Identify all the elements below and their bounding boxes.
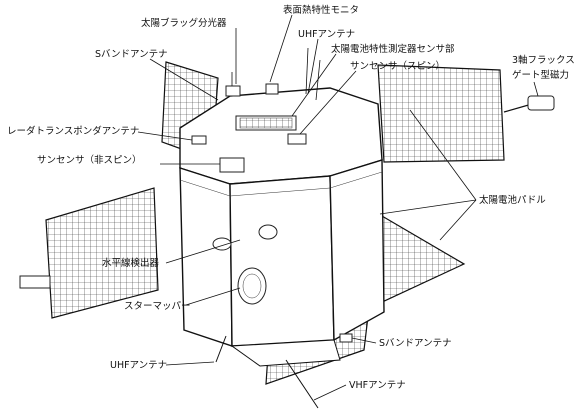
paddle-boom-left [19,275,51,289]
side-instruments [191,135,278,305]
bragg-spectrometer-unit [225,85,241,97]
star-mapper-unit [237,267,267,305]
label-solar-paddle: 太陽電池パドル [479,194,546,206]
horizon-sensor-unit-2 [258,224,278,240]
sun-sensor-nonspin-unit [219,157,245,173]
solar-paddle-left [19,187,159,319]
leader-lines [137,14,539,401]
label-s-band-antenna-bottom: Sバンドアンテナ [379,338,452,349]
callout-labels: 太陽ブラッグ分光器 表面熱特性モニタ UHFアンテナ Sバンドアンテナ 太陽電池… [7,4,575,391]
top-deck-instruments [225,47,321,145]
s-band-antenna-bottom-unit [339,333,353,343]
radar-transponder-unit [191,135,207,145]
magnetometer-sensor [527,95,555,111]
label-magnetometer-line2: ゲート型磁力 [512,69,569,81]
magnetometer-boom [503,95,555,113]
label-s-band-antenna-top: Sバンドアンテナ [95,49,168,60]
thermal-monitor-unit [265,83,279,95]
label-bragg-spectrometer: 太陽ブラッグ分光器 [141,17,227,29]
sun-sensor-spin-unit [287,133,307,145]
solar-paddle-top-right [377,64,505,163]
label-solar-cell-sensor: 太陽電池特性測定器センサ部 [331,43,455,55]
label-star-mapper: スターマッパー [124,301,191,312]
label-uhf-antenna-top: UHFアンテナ [298,29,355,40]
label-uhf-antenna-bottom: UHFアンテナ [110,360,167,371]
label-radar-transponder: レーダトランスポンダアンテナ [7,125,139,137]
label-thermal-monitor: 表面熱特性モニタ [283,4,359,16]
bottom-antennas [215,333,353,409]
label-sun-sensor-spin: サンセンサ（スピン） [350,60,445,72]
label-horizon-sensor: 水平線検出器 [102,257,160,269]
label-vhf-antenna: VHFアンテナ [349,380,406,391]
label-sun-sensor-nonspin: サンセンサ（非スピン） [37,154,142,166]
label-magnetometer-line1: 3軸フラックス [512,54,575,66]
